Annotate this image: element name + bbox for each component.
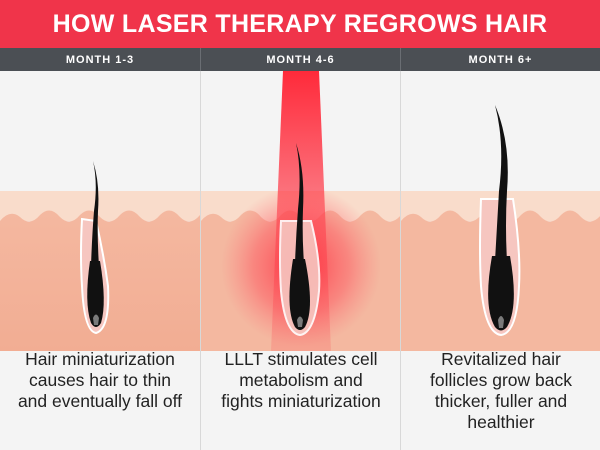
stage-panel-1: Hair miniaturization causes hair to thin… xyxy=(0,71,200,450)
stage-label-month-6-plus: MONTH 6+ xyxy=(400,48,600,71)
stage-caption-wrap: LLLT stimulates cell metabolism and figh… xyxy=(201,349,400,449)
stage-label-month-1-3: MONTH 1-3 xyxy=(65,53,135,66)
stage-header-row: MONTH 1-3 MONTH 4-6 MONTH 6+ xyxy=(0,48,600,71)
stage-caption-3: Revitalized hair follicles grow back thi… xyxy=(430,349,572,432)
stage-panel-2: LLLT stimulates cell metabolism and figh… xyxy=(200,71,400,450)
hair-bulb xyxy=(488,256,514,331)
dermal-papilla xyxy=(93,314,99,325)
stage-label-month-4-6: MONTH 4-6 xyxy=(200,48,400,71)
stage-caption-wrap: Hair miniaturization causes hair to thin… xyxy=(0,349,200,449)
stage-panel-3: Revitalized hair follicles grow back thi… xyxy=(400,71,600,450)
stage-panels: Hair miniaturization causes hair to thin… xyxy=(0,71,600,450)
thin-hair-illustration xyxy=(0,71,200,351)
hair-bulb xyxy=(289,259,310,330)
infographic-title: HOW LASER THERAPY REGROWS HAIR xyxy=(52,9,548,38)
hair-bulb xyxy=(87,261,104,327)
stage-caption-1: Hair miniaturization causes hair to thin… xyxy=(17,349,183,411)
stage-caption-wrap: Revitalized hair follicles grow back thi… xyxy=(401,349,600,449)
hair-strand xyxy=(91,161,99,266)
hair-strand xyxy=(295,143,304,263)
dermal-papilla xyxy=(498,316,504,328)
thick-hair-illustration xyxy=(401,71,600,351)
stage-caption-2: LLLT stimulates cell metabolism and figh… xyxy=(221,349,381,411)
laser-therapy-illustration xyxy=(201,71,400,351)
dermal-papilla xyxy=(297,316,303,327)
hair-strand xyxy=(495,105,508,261)
title-bar: HOW LASER THERAPY REGROWS HAIR xyxy=(0,0,600,48)
